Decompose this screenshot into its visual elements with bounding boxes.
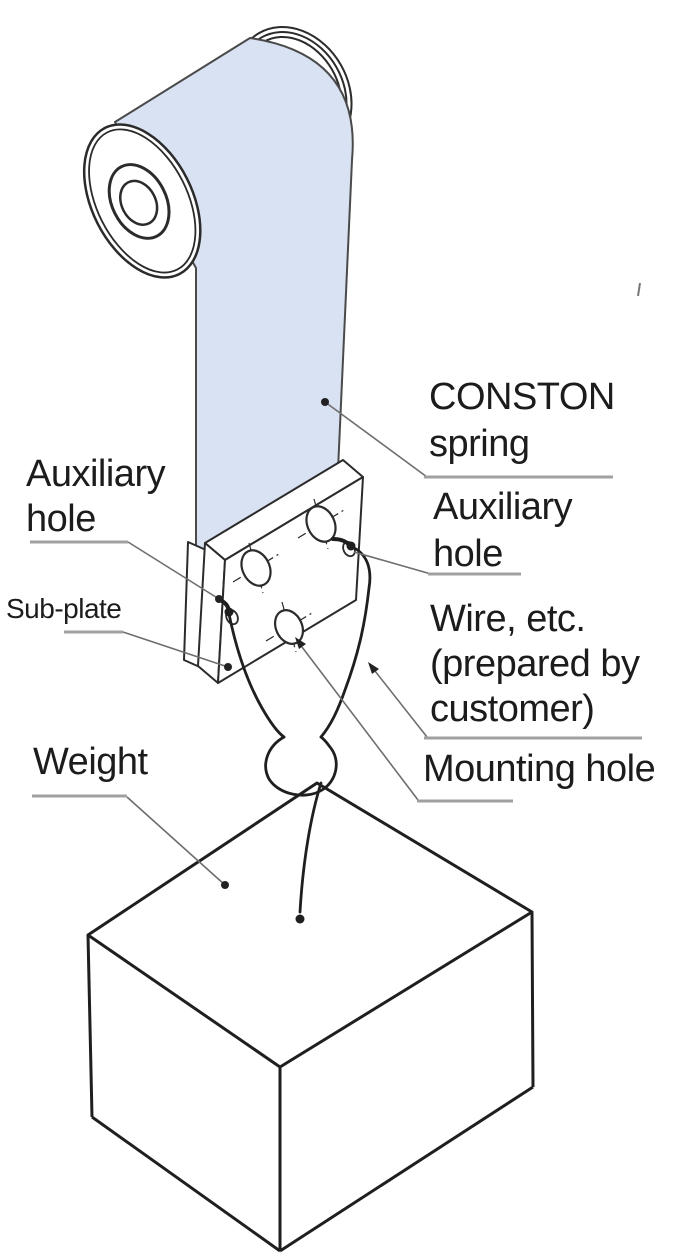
- leader-conston: [324, 401, 428, 478]
- spool-hub-inner: [119, 179, 159, 226]
- label-sub-plate: Sub-plate: [6, 593, 122, 624]
- label-conston-spring: CONSTON spring: [429, 376, 615, 465]
- plate-hole-upper-right: [305, 505, 337, 543]
- mounting-hole: [273, 609, 305, 645]
- weight-edge-bottom-left: [91, 1115, 281, 1253]
- label-wire-etc: Wire, etc. (prepared by customer): [430, 598, 640, 730]
- label-weight: Weight: [33, 741, 148, 783]
- weight-box: [86, 781, 535, 1253]
- plate-holes: [232, 498, 345, 653]
- label-auxiliary-hole-right: Auxiliary hole: [433, 486, 573, 575]
- leader-dot-conston: [321, 398, 329, 406]
- leader-lines: [30, 398, 642, 889]
- label-auxiliary-hole-left: Auxiliary hole: [26, 453, 166, 540]
- plate-hole-upper-left: [240, 549, 272, 587]
- wire: [218, 537, 372, 924]
- leader-dot-weight: [221, 881, 229, 889]
- leader-arrow-mounting: [295, 637, 306, 649]
- spool-front-flange: [82, 123, 202, 279]
- label-mounting-hole: Mounting hole: [423, 748, 656, 790]
- wire-left-run: [227, 612, 286, 739]
- leader-aux-left: [127, 541, 220, 600]
- leader-dot-sub-plate: [224, 663, 232, 671]
- wire-weight-attachment: [295, 914, 305, 924]
- wire-loop: [264, 735, 338, 797]
- wire-knot-left-blob: [224, 607, 234, 617]
- leader-mounting: [301, 646, 419, 801]
- sub-plate-assembly: [183, 459, 364, 684]
- spring-spool: [82, 26, 354, 563]
- leader-sub-plate: [122, 631, 229, 668]
- leader-wire: [374, 670, 428, 738]
- weight-edge-right: [530, 911, 535, 1088]
- leader-weight: [126, 796, 226, 886]
- leader-dot-aux-left: [215, 595, 223, 603]
- wire-to-weight: [298, 781, 323, 914]
- stray-tick: [637, 282, 641, 297]
- leader-arrow-wire: [368, 662, 379, 674]
- weight-edge-bottom-right: [279, 1085, 534, 1253]
- weight-edge-left: [86, 934, 94, 1118]
- wire-right-run: [319, 544, 372, 739]
- leader-aux-right: [353, 551, 432, 575]
